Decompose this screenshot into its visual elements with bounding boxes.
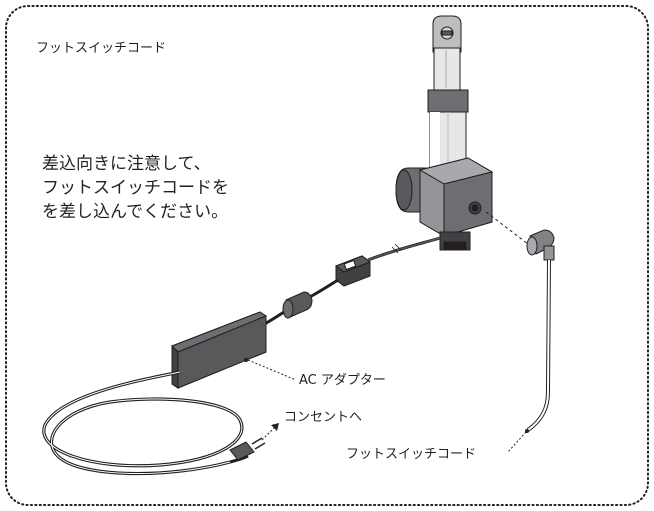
foot-switch-leader — [507, 431, 527, 453]
ferrite-core — [282, 291, 313, 319]
actuator-rod — [433, 47, 461, 91]
outlet-label: コンセントへ — [284, 410, 363, 425]
foot-switch-cord-label: フットスイッチコード — [346, 447, 477, 462]
inline-connector — [334, 255, 372, 287]
instruction-line-3: を差し込んでください。 — [42, 202, 229, 222]
outlet-arrow-line — [261, 425, 277, 441]
insertion-dashed-line — [485, 211, 529, 245]
dotted-border — [5, 5, 649, 506]
header-title: フットスイッチコード — [36, 41, 167, 56]
instruction-line-1: 差込向きに注意して、 — [42, 154, 211, 174]
instruction-text: 差込向きに注意して、 フットスイッチコードを を差し込んでください。 — [42, 152, 229, 224]
power-cord-coil — [42, 370, 249, 476]
ac-adapter-leader — [247, 359, 297, 381]
foot-switch-plug — [526, 229, 555, 261]
ac-adapter-label: AC アダプター — [299, 373, 386, 388]
outlet-arrow-head — [271, 423, 279, 431]
ac-plug — [229, 437, 266, 461]
ac-adapter — [171, 311, 268, 389]
instruction-line-2: フットスイッチコードを — [42, 178, 229, 198]
actuator — [395, 15, 494, 251]
actuator-collar — [427, 89, 469, 113]
rod-eye-slot — [441, 30, 453, 36]
